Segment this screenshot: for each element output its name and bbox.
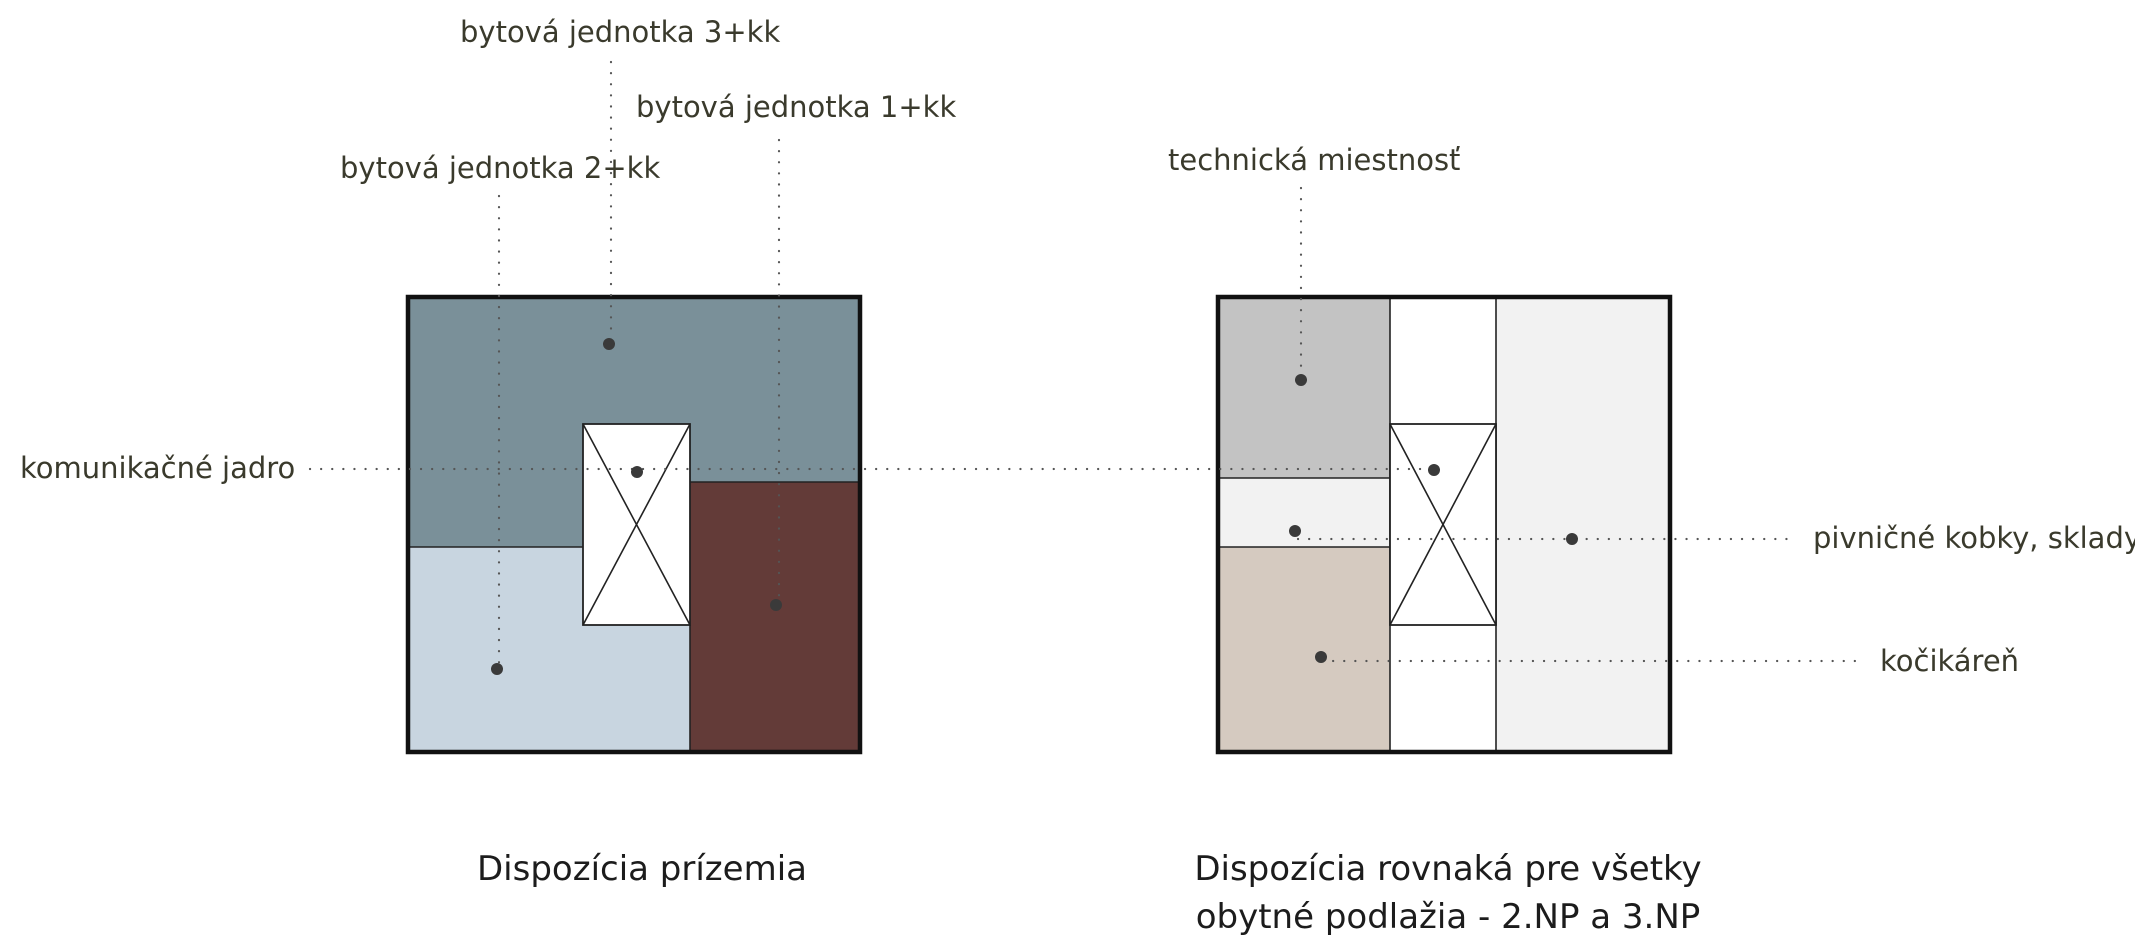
- leader-lines: [308, 60, 1867, 667]
- outer-wall-upper: [1215, 294, 1673, 755]
- core-stair-ground: [582, 423, 691, 626]
- label-unit-1kk: bytová jednotka 1+kk: [636, 90, 956, 124]
- core-stair-upper: [1389, 423, 1497, 626]
- marker-cellars-large: [1566, 533, 1578, 545]
- marker-dots: [491, 338, 1578, 675]
- marker-cellars-small: [1289, 525, 1301, 537]
- marker-core-ground: [631, 466, 643, 478]
- label-technical-room: technická miestnosť: [1168, 143, 1460, 177]
- marker-unit-2kk: [491, 663, 503, 675]
- upper-floor-plan: [1215, 294, 1673, 755]
- caption-upper-floors-line2: obytné podlažia - 2.NP a 3.NP: [1196, 897, 1701, 937]
- caption-ground-floor: Dispozícia prízemia: [477, 849, 807, 889]
- zone-unit-1kk: [690, 482, 860, 752]
- label-core: komunikačné jadro: [20, 451, 295, 485]
- zone-technical-room: [1218, 297, 1390, 478]
- label-unit-3kk: bytová jednotka 3+kk: [460, 15, 780, 49]
- marker-unit-3kk: [603, 338, 615, 350]
- marker-unit-1kk: [770, 599, 782, 611]
- marker-pram-room: [1315, 651, 1327, 663]
- caption-upper-floors-line1: Dispozícia rovnaká pre všetky: [1194, 849, 1701, 889]
- zone-pram-room: [1218, 547, 1390, 752]
- marker-technical-room: [1295, 374, 1307, 386]
- outer-wall-ground: [405, 294, 863, 755]
- label-unit-2kk: bytová jednotka 2+kk: [340, 151, 660, 185]
- ground-floor-plan: [405, 294, 863, 755]
- marker-core-upper: [1428, 464, 1440, 476]
- label-cellars: pivničné kobky, sklady: [1813, 521, 2135, 555]
- label-pram-room: kočikáreň: [1880, 644, 2019, 678]
